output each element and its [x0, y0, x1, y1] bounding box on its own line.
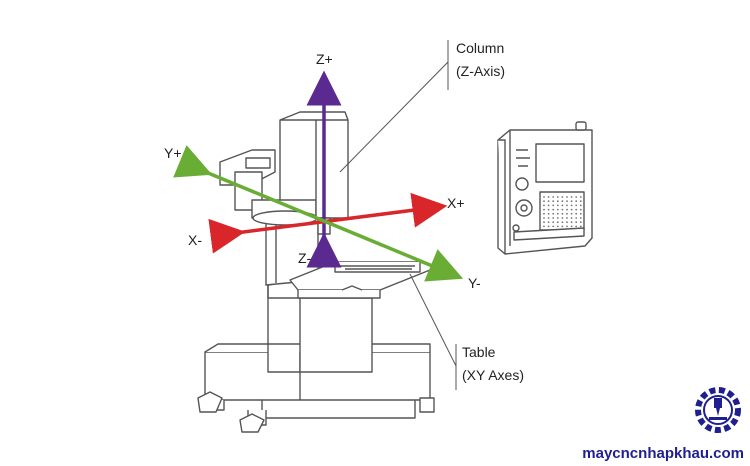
z-plus-label: Z+ [316, 51, 333, 67]
x-minus-label: X- [188, 232, 202, 248]
grille-dot [579, 212, 582, 215]
grille-dot [570, 212, 573, 215]
grille-dot [561, 204, 564, 207]
grille-dot [552, 225, 555, 228]
grille-dot [566, 225, 568, 228]
grille-dot [566, 196, 568, 198]
grille-dot [575, 208, 578, 211]
grille-dot [556, 221, 559, 224]
grille-dot [579, 225, 582, 228]
grille-dot [556, 208, 559, 211]
grille-dot [575, 212, 578, 215]
grille-dot [570, 217, 573, 219]
grille-dot [547, 204, 550, 207]
grille-dot [543, 208, 545, 211]
grille-dot [570, 200, 573, 203]
brand-text: maycncnhapkhau.com [582, 445, 744, 462]
grille-dot [556, 212, 559, 215]
grille-dot [547, 225, 550, 228]
grille-dot [552, 212, 555, 215]
grille-dot [579, 204, 582, 207]
grille-dot [543, 221, 545, 224]
cnc-machine-drawing [197, 111, 593, 433]
grille-dot [579, 196, 582, 198]
grille-dot [566, 212, 568, 215]
grille-dot [575, 221, 578, 224]
grille-dot [561, 196, 564, 198]
grille-dot [547, 208, 550, 211]
grille-dot [552, 196, 555, 198]
z-minus-label: Z- [298, 250, 312, 266]
grille-dot [552, 217, 555, 219]
grille-dot [566, 208, 568, 211]
column-label-line2: (Z-Axis) [456, 63, 505, 79]
machine-head [219, 111, 349, 235]
machine-base [197, 343, 435, 433]
grille-dot [579, 221, 582, 224]
y-plus-label: Y+ [164, 145, 182, 161]
grille-dot [570, 208, 573, 211]
grille-dot [543, 225, 545, 228]
axis-arrows [173, 70, 464, 282]
y-axis-arrow [173, 145, 464, 282]
grille-dot [552, 208, 555, 211]
grille-dot [543, 200, 545, 203]
table-callout [409, 273, 457, 390]
grille-dot [561, 200, 564, 203]
grille-dot [547, 200, 550, 203]
column-callout [339, 40, 449, 173]
grille-dot [543, 196, 545, 198]
grille-dot [566, 204, 568, 207]
grille-dot [552, 221, 555, 224]
grille-dot [566, 217, 568, 219]
grille-dot [556, 204, 559, 207]
grille-dot [570, 221, 573, 224]
grille-dot [556, 217, 559, 219]
grille-dot [561, 217, 564, 219]
grille-dot [570, 204, 573, 207]
grille-dot [552, 200, 555, 203]
grille-dot [570, 196, 573, 198]
grille-dot [575, 196, 578, 198]
grille-dot [552, 204, 555, 207]
grille-dot [579, 200, 582, 203]
grille-dot [547, 212, 550, 215]
panel-grille [543, 196, 582, 228]
control-panel [497, 121, 593, 255]
grille-dot [556, 225, 559, 228]
grille-dot [579, 208, 582, 211]
y-minus-label: Y- [468, 275, 481, 291]
grille-dot [543, 217, 545, 219]
grille-dot [575, 217, 578, 219]
grille-dot [579, 217, 582, 219]
column-label-line1: Column [456, 40, 504, 56]
grille-dot [561, 212, 564, 215]
grille-dot [543, 204, 545, 207]
grille-dot [547, 217, 550, 219]
grille-dot [561, 225, 564, 228]
table-label-line2: (XY Axes) [462, 367, 524, 383]
grille-dot [561, 221, 564, 224]
grille-dot [575, 200, 578, 203]
cnc-gear-logo-icon [695, 387, 741, 433]
grille-dot [547, 196, 550, 198]
x-plus-label: X+ [447, 195, 465, 211]
grille-dot [566, 221, 568, 224]
grille-dot [561, 208, 564, 211]
grille-dot [575, 204, 578, 207]
grille-dot [566, 200, 568, 203]
grille-dot [556, 196, 559, 198]
grille-dot [543, 212, 545, 215]
grille-dot [575, 225, 578, 228]
grille-dot [570, 225, 573, 228]
grille-dot [547, 221, 550, 224]
table-label-line1: Table [462, 344, 496, 360]
grille-dot [556, 200, 559, 203]
